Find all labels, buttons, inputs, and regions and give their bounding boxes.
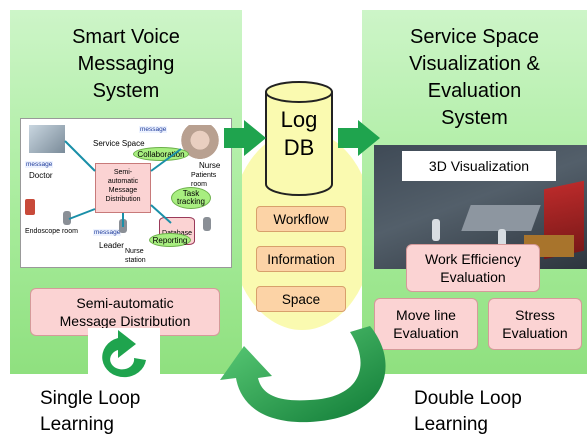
center-distribution-box: Semi- automatic Message Distribution — [95, 163, 151, 213]
viz-person — [432, 219, 440, 241]
arrow-from-db — [338, 120, 380, 156]
nurse-label: Nurse — [199, 161, 221, 170]
double-loop-arrow — [220, 326, 386, 423]
viz-table — [461, 205, 541, 231]
message-tag: message — [93, 229, 122, 236]
leader-label: Leader — [99, 241, 124, 250]
scene-connectors — [64, 140, 182, 227]
viz-person — [498, 229, 506, 249]
endoscope-room-label: Endoscope room — [25, 228, 78, 235]
doctor-photo — [29, 125, 65, 153]
right-panel-title: Service Space Visualization & Evaluation… — [409, 26, 540, 129]
move-line-evaluation-box: Move line Evaluation — [374, 298, 478, 350]
person-figure — [63, 211, 71, 225]
double-loop-learning-label: Double Loop Learning — [414, 388, 522, 435]
collaboration-ellipse: Collaboration — [133, 147, 189, 161]
message-tag: message — [25, 161, 54, 168]
log-db-cylinder — [265, 81, 333, 196]
single-loop-learning-label: Single Loop Learning — [40, 388, 141, 435]
person-figure — [203, 217, 211, 231]
arrow-to-db — [224, 120, 266, 156]
log-db-label: Log DB — [280, 107, 318, 160]
single-loop-arrow — [88, 328, 160, 384]
reporting-ellipse: Reporting — [149, 233, 191, 247]
service-space-scene: message Service Space message Doctor Nur… — [20, 118, 232, 268]
workflow-box: Workflow — [256, 206, 346, 232]
information-box: Information — [256, 246, 346, 272]
phone-icon — [25, 199, 35, 215]
work-efficiency-evaluation-box: Work Efficiency Evaluation — [406, 244, 540, 292]
message-tag: message — [139, 126, 168, 133]
left-panel-title: Smart Voice Messaging System — [72, 26, 180, 102]
space-box: Space — [256, 286, 346, 312]
doctor-label: Doctor — [29, 171, 53, 180]
stress-evaluation-box: Stress Evaluation — [488, 298, 582, 350]
service-space-label: Service Space — [93, 139, 145, 148]
3d-visualization-label: 3D Visualization — [402, 151, 556, 181]
